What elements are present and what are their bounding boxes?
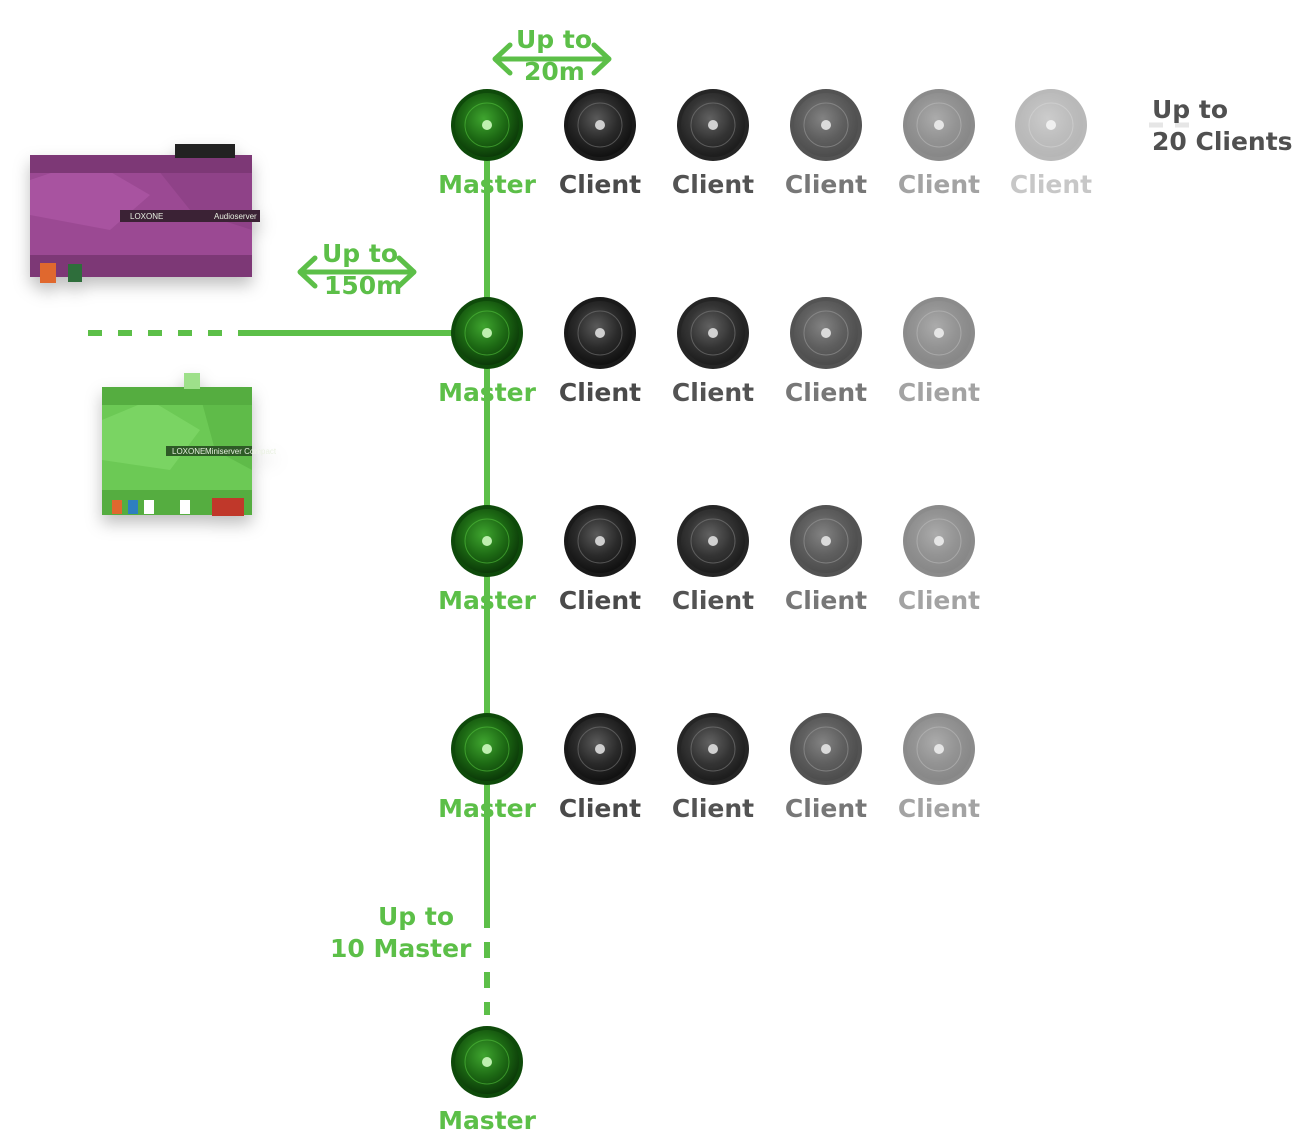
client-label: Client	[784, 170, 868, 199]
distance-150m-label: Up to 150m	[322, 238, 402, 302]
client-speaker-icon	[790, 89, 862, 161]
client-speaker-icon	[564, 713, 636, 785]
max-masters-line2: 10 Master	[330, 934, 472, 963]
audioserver-device: LOXONE Audioserver	[30, 144, 260, 283]
client-speaker-icon	[903, 297, 975, 369]
audioserver-brand: LOXONE	[130, 212, 163, 221]
client-label: Client	[784, 794, 868, 823]
client-label: Client	[558, 170, 642, 199]
max-clients-label: Up to 20 Clients	[1152, 94, 1293, 158]
client-speaker-icon	[1015, 89, 1087, 161]
client-speaker-icon	[677, 89, 749, 161]
client-speaker-icon	[677, 297, 749, 369]
master-speaker-icon	[451, 1026, 523, 1098]
speaker-rows	[451, 89, 1196, 1098]
master-label: Master	[438, 378, 536, 407]
client-label: Client	[897, 794, 981, 823]
client-label: Client	[671, 378, 755, 407]
client-label: Client	[784, 586, 868, 615]
client-label: Client	[897, 170, 981, 199]
client-speaker-icon	[564, 89, 636, 161]
client-label: Client	[784, 378, 868, 407]
client-speaker-icon	[677, 713, 749, 785]
max-clients-line2: 20 Clients	[1152, 127, 1293, 156]
distance-150m-line2: 150m	[324, 271, 403, 300]
distance-20m-label: Up to 20m	[516, 24, 592, 88]
master-speaker-icon	[451, 713, 523, 785]
client-label: Client	[558, 378, 642, 407]
master-speaker-icon	[451, 89, 523, 161]
master-label: Master	[438, 170, 536, 199]
client-label: Client	[558, 794, 642, 823]
client-label: Client	[897, 586, 981, 615]
client-label: Client	[671, 170, 755, 199]
arrow-150m	[297, 255, 417, 289]
client-speaker-icon	[564, 505, 636, 577]
client-speaker-icon	[790, 297, 862, 369]
max-masters-label: Up to 10 Master	[330, 901, 472, 965]
client-speaker-icon	[790, 713, 862, 785]
audioserver-model: Audioserver	[214, 212, 257, 221]
client-speaker-icon	[790, 505, 862, 577]
client-speaker-icon	[903, 713, 975, 785]
client-speaker-icon	[903, 89, 975, 161]
client-label: Client	[558, 586, 642, 615]
client-speaker-icon	[564, 297, 636, 369]
arrow-20m	[492, 42, 612, 76]
miniserver-device: LOXONE Miniserver Compact	[102, 373, 277, 516]
master-speaker-icon	[451, 505, 523, 577]
distance-20m-line2: 20m	[524, 57, 585, 86]
client-speaker-icon	[677, 505, 749, 577]
client-speaker-icon	[903, 505, 975, 577]
miniserver-brand: LOXONE	[172, 447, 205, 456]
master-label: Master	[438, 586, 536, 615]
client-label: Client	[671, 586, 755, 615]
client-label: Client	[671, 794, 755, 823]
distance-150m-line1: Up to	[322, 239, 399, 268]
client-label: Client	[1009, 170, 1093, 199]
max-clients-line1: Up to	[1152, 95, 1229, 124]
distance-20m-line1: Up to	[516, 25, 593, 54]
master-label: Master	[438, 794, 536, 823]
master-speaker-icon	[451, 297, 523, 369]
client-label: Client	[897, 378, 981, 407]
miniserver-model: Miniserver Compact	[205, 447, 277, 456]
max-masters-line1: Up to	[377, 902, 454, 931]
master-label: Master	[438, 1106, 536, 1135]
